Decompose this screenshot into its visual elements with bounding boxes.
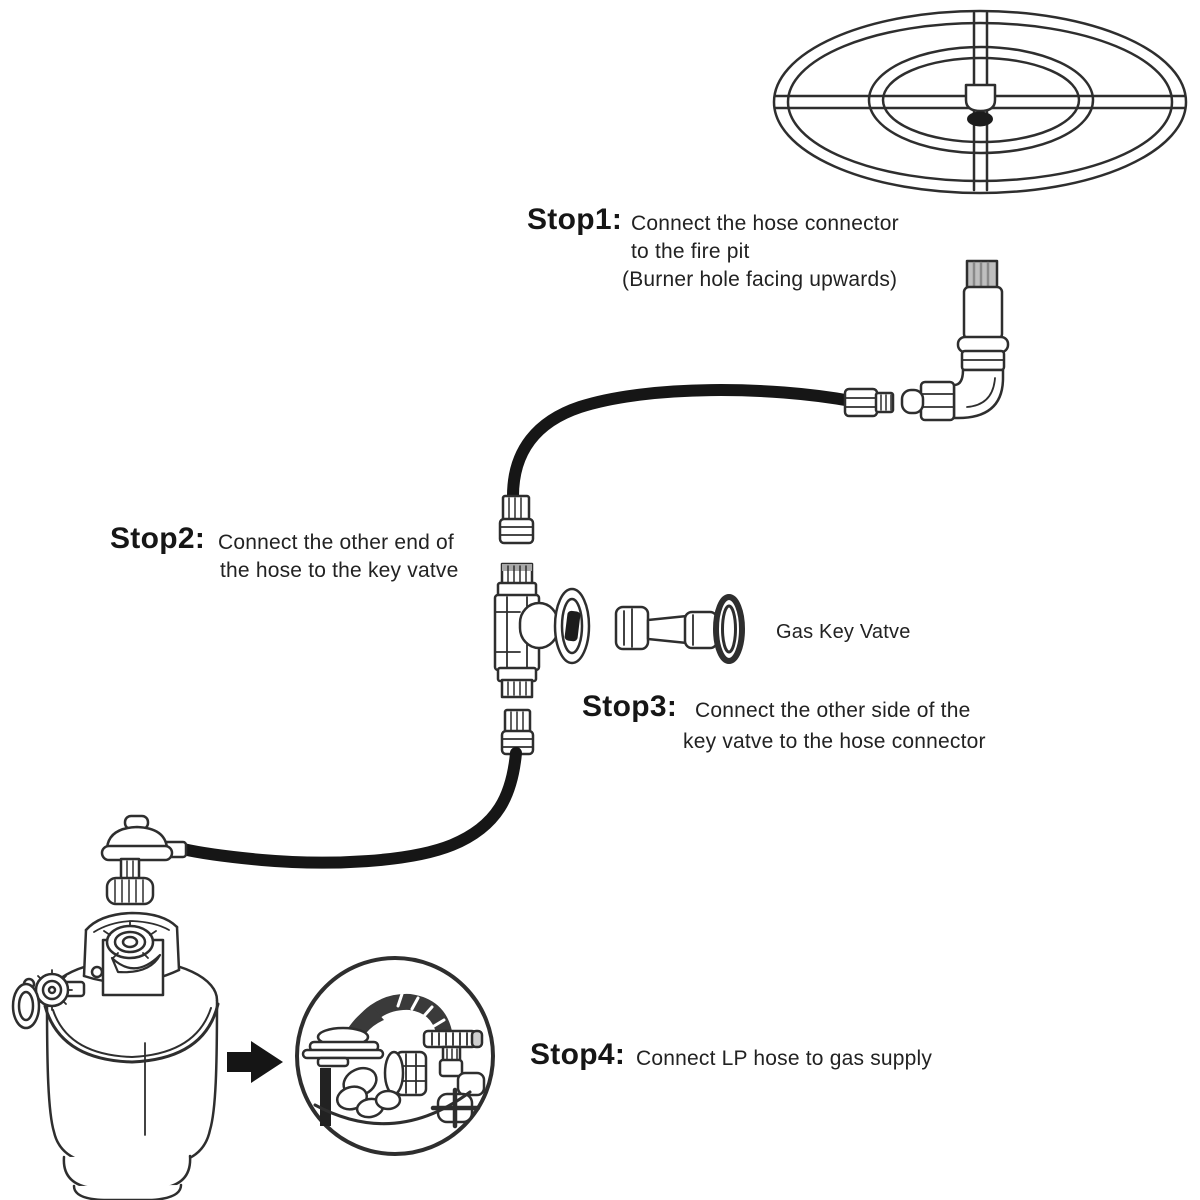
propane-tank-icon xyxy=(11,911,220,1200)
stop1-text-line1: Connect the hose connector xyxy=(631,212,899,235)
fire-pit-burner-ring-icon xyxy=(772,9,1188,195)
gas-key-valve-body-icon xyxy=(493,562,591,699)
stop1-label: Stop1: xyxy=(527,203,623,236)
stop3-text-line2: key vatve to the hose connector xyxy=(683,730,986,753)
stop4-label: Stop4: xyxy=(530,1038,626,1071)
stop3-text-line1: Connect the other side of the xyxy=(695,699,971,722)
stop2-text-line1: Connect the other end of xyxy=(218,531,454,554)
lower-lp-hose-icon xyxy=(177,708,535,869)
gas-key-handle-icon xyxy=(614,594,745,664)
stop1-note: (Burner hole facing upwards) xyxy=(622,268,898,291)
burner-hole-icon xyxy=(967,111,993,127)
detail-arrow-icon xyxy=(227,1041,283,1083)
stop4-text-line1: Connect LP hose to gas supply xyxy=(636,1047,933,1070)
lp-regulator-icon xyxy=(100,814,188,906)
installation-detail-view-icon xyxy=(295,956,495,1156)
gas-key-valve-label: Gas Key Vatve xyxy=(776,621,911,643)
stop1-text-line2: to the fire pit xyxy=(631,240,750,263)
stop2-label: Stop2: xyxy=(110,522,206,555)
stop3-label: Stop3: xyxy=(582,690,678,723)
upper-lp-hose-icon xyxy=(498,384,895,545)
stop2-text-line2: the hose to the key vatve xyxy=(220,559,459,582)
hose-connector-elbow-icon xyxy=(900,259,1010,422)
